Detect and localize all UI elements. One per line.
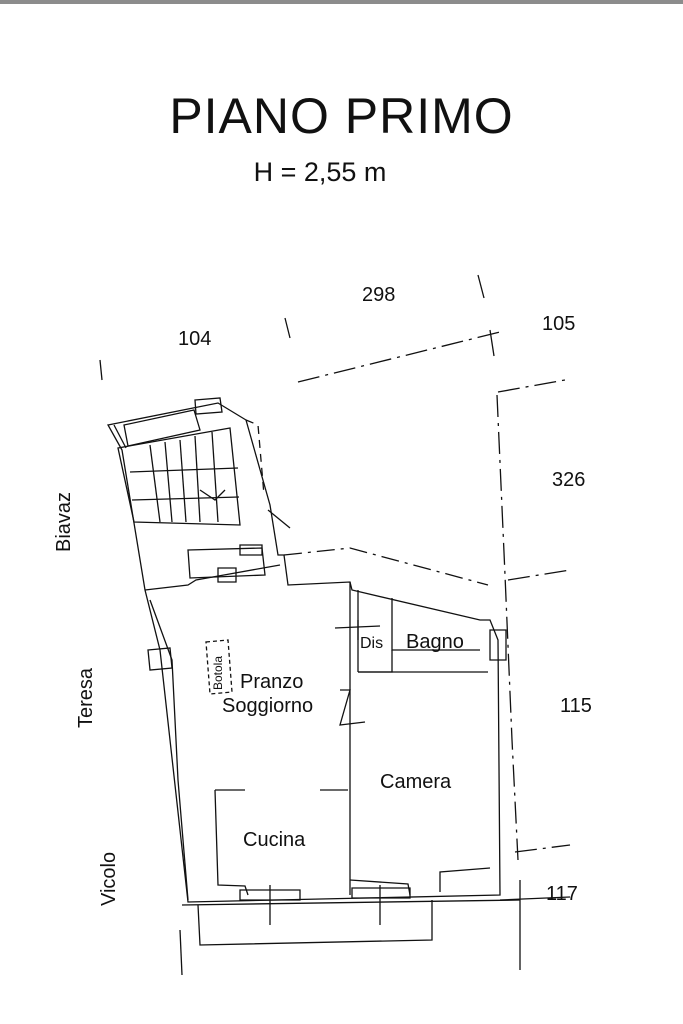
openings [147,397,507,925]
outer-walls [106,402,521,946]
street-word-vicolo: Vicolo [98,852,120,906]
room-label-camera: Camera [380,771,452,793]
street-word-biavaz: Biavaz [53,492,75,552]
room-label-dis: Dis [360,635,383,652]
dimension-label-105: 105 [542,313,575,335]
plan-title: PIANO PRIMO [169,88,514,144]
dimension-label-326: 326 [552,469,585,491]
top-rule [0,0,683,4]
room-label-botola: Botola [211,656,225,690]
dimension-label-104: 104 [178,328,211,350]
room-label-pranzo: Pranzo [240,671,303,693]
dimension-label-298: 298 [362,284,395,306]
room-label-soggiorno: Soggiorno [222,695,313,717]
staircase [117,409,291,579]
plan-height: H = 2,55 m [253,157,387,187]
dimension-label-115: 115 [560,695,592,717]
room-label-bagno: Bagno [406,631,464,653]
room-label-cucina: Cucina [243,829,306,851]
street-word-teresa: Teresa [75,667,97,728]
dimension-label-117: 117 [546,883,578,905]
